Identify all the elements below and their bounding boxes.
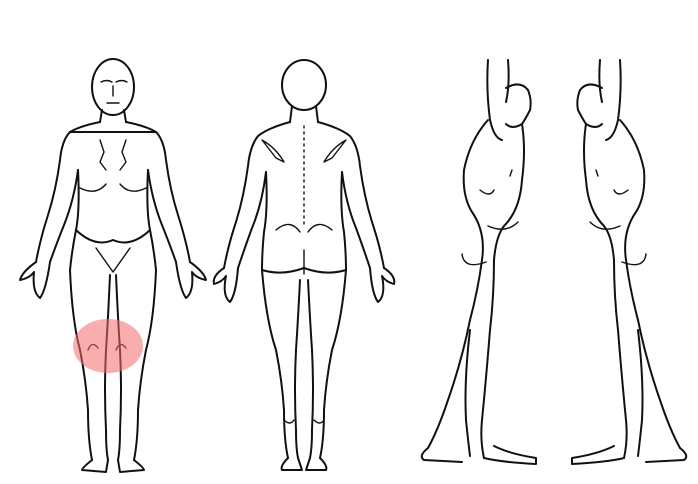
right-side-head bbox=[505, 83, 532, 128]
front-shoulders-arms-outer bbox=[35, 121, 191, 263]
front-groin bbox=[95, 247, 131, 273]
front-feet bbox=[81, 459, 145, 473]
knee-pain-highlight bbox=[73, 319, 143, 373]
back-arms-inner bbox=[237, 171, 371, 269]
left-side-far-leg bbox=[637, 329, 644, 457]
right-side-buttock bbox=[461, 253, 487, 266]
back-legs-inner bbox=[294, 279, 314, 459]
left-side-feet bbox=[571, 445, 688, 465]
front-chest bbox=[79, 183, 147, 192]
front-face bbox=[106, 85, 120, 104]
left-side-chest bbox=[595, 169, 629, 195]
back-legs-outer bbox=[261, 269, 347, 459]
front-view-figure bbox=[19, 58, 207, 473]
front-right-hand bbox=[19, 261, 51, 299]
front-legs-inner bbox=[104, 274, 122, 461]
back-left-hand bbox=[369, 267, 396, 303]
back-feet bbox=[280, 457, 328, 471]
back-right-hand bbox=[212, 267, 239, 303]
right-side-far-leg bbox=[464, 329, 471, 457]
front-chest-hair bbox=[99, 139, 127, 171]
left-side-buttock bbox=[621, 253, 647, 266]
back-view-figure bbox=[212, 59, 396, 471]
front-waist bbox=[75, 229, 151, 244]
right-side-view-figure bbox=[420, 59, 537, 465]
back-lower-back bbox=[275, 223, 333, 233]
back-shoulders-arms-outer bbox=[223, 121, 385, 269]
right-side-waist bbox=[487, 221, 519, 230]
back-calves bbox=[283, 419, 325, 424]
left-side-raised-arms bbox=[598, 59, 622, 141]
right-side-feet bbox=[420, 445, 537, 465]
right-side-front-line bbox=[480, 123, 525, 459]
front-eyebrows bbox=[100, 79, 128, 83]
back-torso-sides bbox=[261, 171, 347, 271]
left-side-back-line bbox=[619, 119, 681, 449]
back-head bbox=[281, 59, 327, 111]
back-neck bbox=[289, 105, 319, 123]
left-side-head bbox=[576, 83, 603, 128]
left-side-front-line bbox=[583, 123, 628, 459]
front-legs-outer bbox=[69, 269, 157, 461]
right-side-back-line bbox=[427, 119, 489, 449]
back-shoulder-blades bbox=[261, 139, 347, 163]
left-side-view-figure bbox=[571, 59, 688, 465]
front-arms-inner bbox=[49, 169, 177, 263]
right-side-raised-arms bbox=[486, 59, 510, 141]
front-torso-sides bbox=[69, 169, 157, 271]
front-left-hand bbox=[175, 261, 207, 299]
right-side-chest bbox=[479, 169, 513, 195]
left-side-waist bbox=[589, 221, 621, 230]
front-neck bbox=[99, 109, 127, 123]
